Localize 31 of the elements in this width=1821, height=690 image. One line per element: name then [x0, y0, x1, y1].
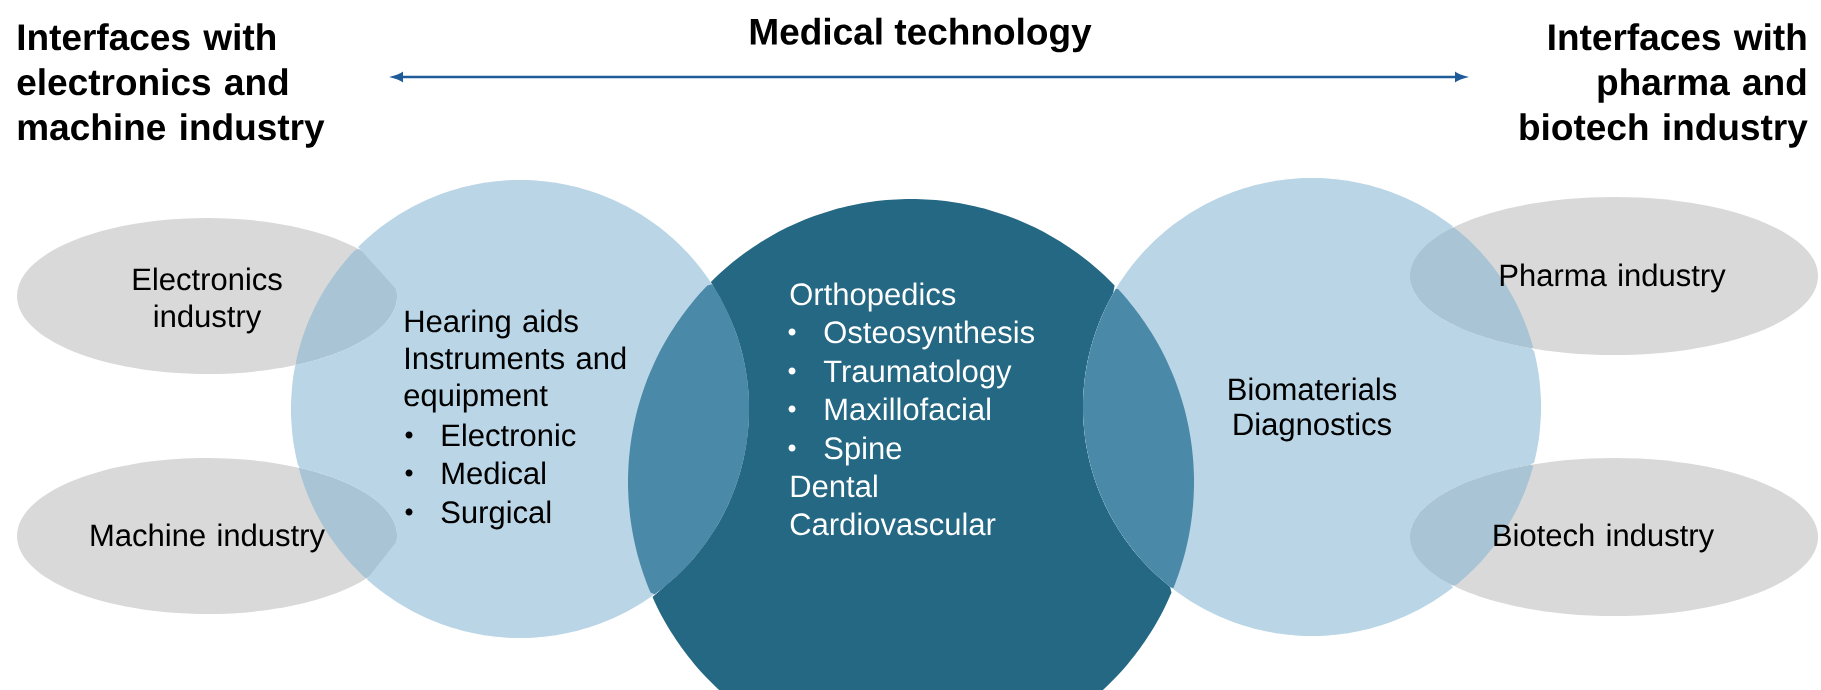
- heading: Interfaces with electronics and machine industry: [17, 23, 325, 148]
- heading: Interfaces with pharma and biotech industry: [1520, 23, 1808, 148]
- list-item: Maxillofacial: [788, 397, 990, 421]
- industry-ellipse: [1410, 458, 1818, 616]
- industry-ellipse: [17, 218, 397, 374]
- list-item: Osteosynthesis: [788, 320, 1034, 350]
- node-label: Surgical: [441, 500, 551, 530]
- node-label: Medical: [442, 461, 545, 485]
- node-label: Biomaterials: [1229, 377, 1397, 401]
- node-label: Machine industry: [91, 523, 325, 553]
- node-label: Diagnostics: [1234, 412, 1391, 442]
- node-label: Instruments and equipment: [404, 346, 626, 413]
- node-label: Electronic: [442, 423, 576, 447]
- node-label: Hearing aids: [405, 309, 578, 339]
- node-label: Cardiovascular: [790, 512, 996, 536]
- node-label: Dental: [791, 474, 877, 498]
- node-label: Maxillofacial: [825, 397, 990, 421]
- node-label: Electronics industry: [133, 267, 282, 334]
- list-item: Spine: [788, 436, 902, 466]
- node-label: Traumatology: [823, 359, 1012, 389]
- industry-ellipse: [17, 458, 397, 614]
- node-label: Spine: [824, 436, 902, 466]
- list-item: Medical: [405, 461, 545, 485]
- industry-ellipse: [1410, 197, 1818, 355]
- title: Medical technology: [750, 17, 1092, 53]
- node-label: Pharma industry: [1500, 263, 1726, 293]
- node-label: Orthopedics: [790, 282, 956, 312]
- list-item: Traumatology: [788, 359, 1012, 389]
- list-item: Electronic: [405, 423, 576, 447]
- node-label: Biotech industry: [1494, 523, 1715, 553]
- list-item: Surgical: [405, 500, 551, 530]
